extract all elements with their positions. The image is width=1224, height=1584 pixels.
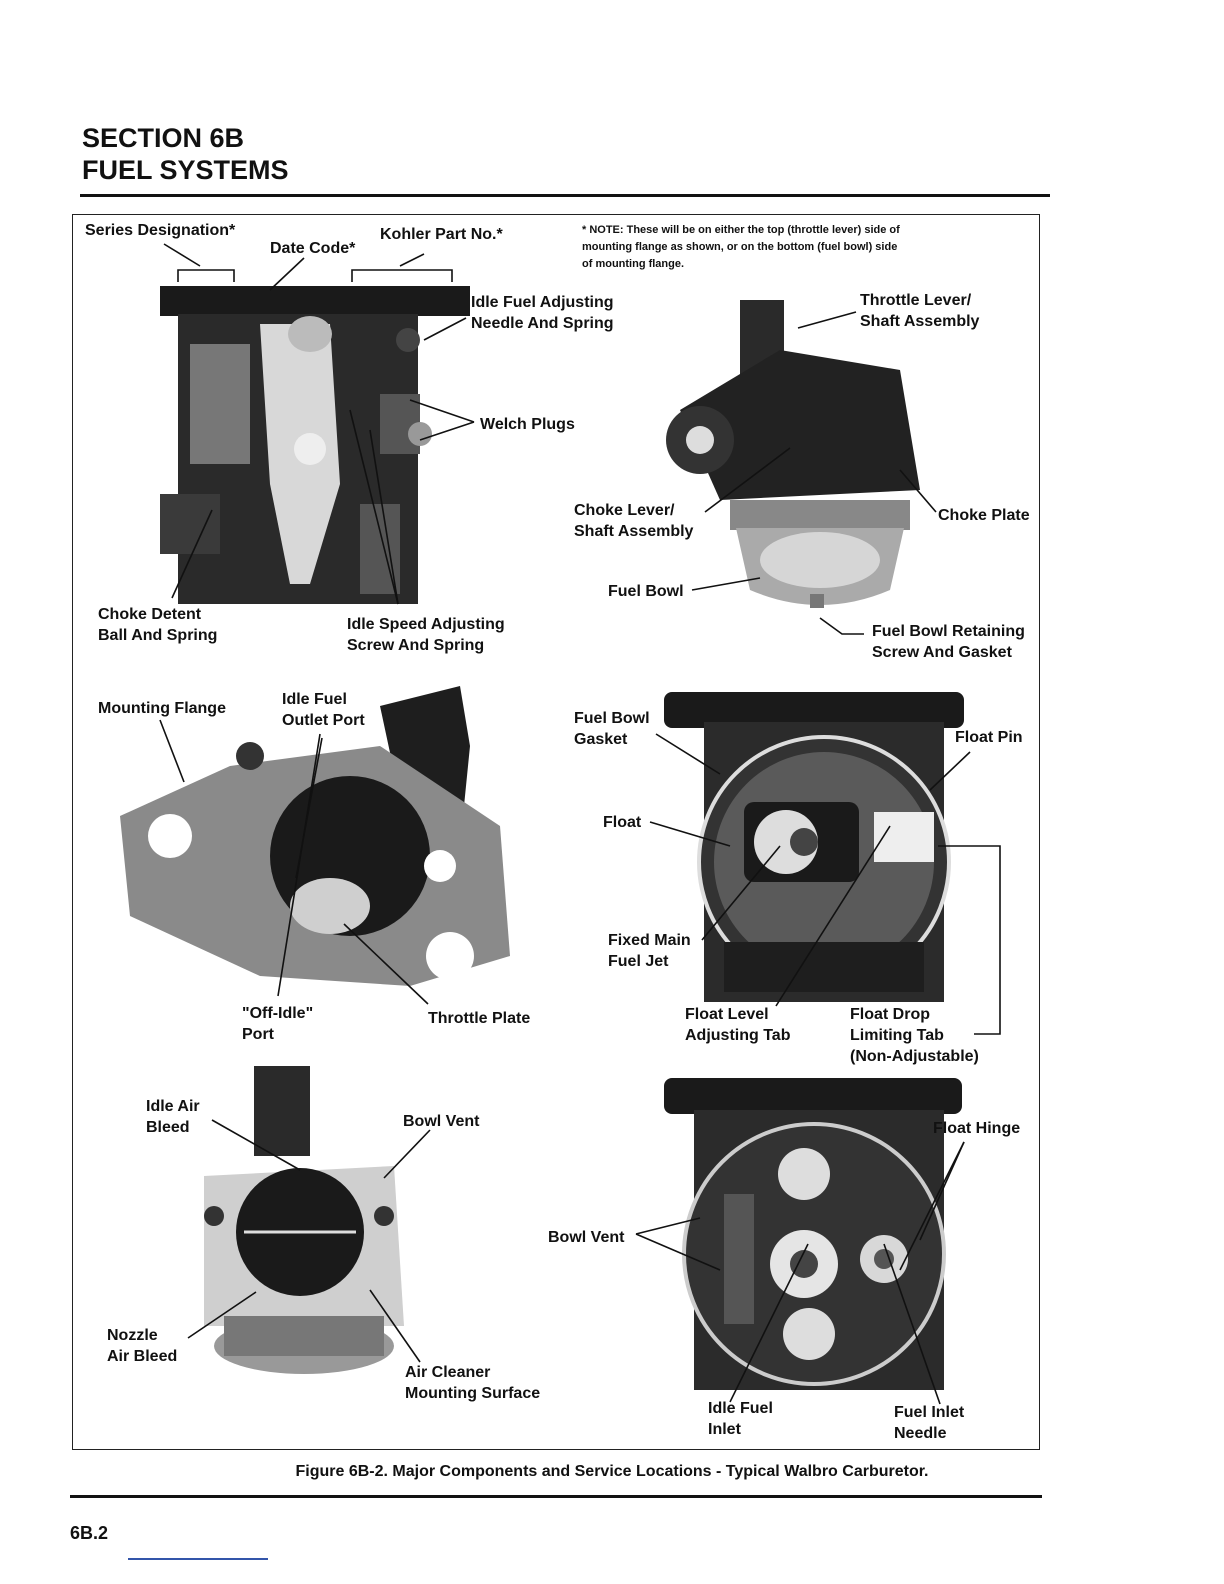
- label-throttle-lever: Throttle Lever/ Shaft Assembly: [860, 292, 980, 330]
- label-fixed-main-fuel-jet: Fixed Main Fuel Jet: [608, 932, 691, 970]
- figure-caption: Figure 6B-2. Major Components and Servic…: [295, 1463, 929, 1480]
- label-welch-plugs: Welch Plugs: [480, 416, 575, 433]
- label-float-hinge: Float Hinge: [933, 1120, 1021, 1137]
- label-fuel-inlet-needle: Fuel Inlet Needle: [894, 1404, 965, 1442]
- bottom-rule: [70, 1495, 1042, 1498]
- label-fuel-bowl-retaining: Fuel Bowl Retaining Screw And Gasket: [872, 623, 1025, 661]
- label-choke-detent: Choke Detent Ball And Spring: [98, 606, 218, 644]
- label-float-level-tab: Float Level Adjusting Tab: [685, 1006, 791, 1044]
- photo-carburetor-side: [660, 290, 942, 618]
- label-series-designation: Series Designation*: [85, 222, 236, 239]
- label-nozzle-air-bleed: Nozzle Air Bleed: [107, 1327, 178, 1365]
- label-idle-air-bleed: Idle Air Bleed: [146, 1098, 200, 1136]
- section-number: SECTION 6B: [82, 123, 245, 153]
- photo-mounting-flange: [110, 676, 526, 1002]
- label-idle-speed-adjusting: Idle Speed Adjusting Screw And Spring: [347, 616, 505, 654]
- label-float-drop-tab: Float Drop Limiting Tab (Non-Adjustable): [850, 1006, 979, 1065]
- label-float-pin: Float Pin: [955, 729, 1023, 746]
- page-number: 6B.2: [70, 1523, 109, 1543]
- label-float: Float: [603, 814, 642, 831]
- label-mounting-flange: Mounting Flange: [98, 700, 226, 717]
- photo-carburetor-bottom: [664, 1074, 964, 1394]
- section-title: FUEL SYSTEMS: [82, 155, 289, 185]
- photo-carburetor-air-side: [184, 1066, 414, 1398]
- label-kohler-part-no: Kohler Part No.*: [380, 226, 503, 243]
- label-choke-plate: Choke Plate: [938, 507, 1030, 524]
- label-fuel-bowl-gasket: Fuel Bowl Gasket: [574, 710, 650, 748]
- label-choke-lever: Choke Lever/ Shaft Assembly: [574, 502, 694, 540]
- label-air-cleaner-surface: Air Cleaner Mounting Surface: [405, 1364, 541, 1402]
- section-heading: SECTION 6B FUEL SYSTEMS: [82, 122, 289, 186]
- label-idle-fuel-adjusting: Idle Fuel Adjusting Needle And Spring: [471, 294, 614, 332]
- label-idle-fuel-inlet: Idle Fuel Inlet: [708, 1400, 773, 1438]
- footer-line: [128, 1558, 268, 1560]
- label-off-idle-port: "Off-Idle" Port: [242, 1005, 314, 1043]
- photo-float-bowl-side: [664, 682, 964, 1002]
- note-text: * NOTE: These will be on either the top …: [582, 224, 900, 270]
- label-throttle-plate: Throttle Plate: [428, 1010, 531, 1027]
- label-bowl-vent-top: Bowl Vent: [403, 1113, 480, 1130]
- figure-frame: [72, 214, 1040, 1450]
- label-bowl-vent-mid: Bowl Vent: [548, 1229, 625, 1246]
- top-rule: [80, 194, 1050, 197]
- label-fuel-bowl: Fuel Bowl: [608, 583, 684, 600]
- label-date-code: Date Code*: [270, 240, 356, 257]
- label-idle-fuel-outlet: Idle Fuel Outlet Port: [282, 691, 365, 729]
